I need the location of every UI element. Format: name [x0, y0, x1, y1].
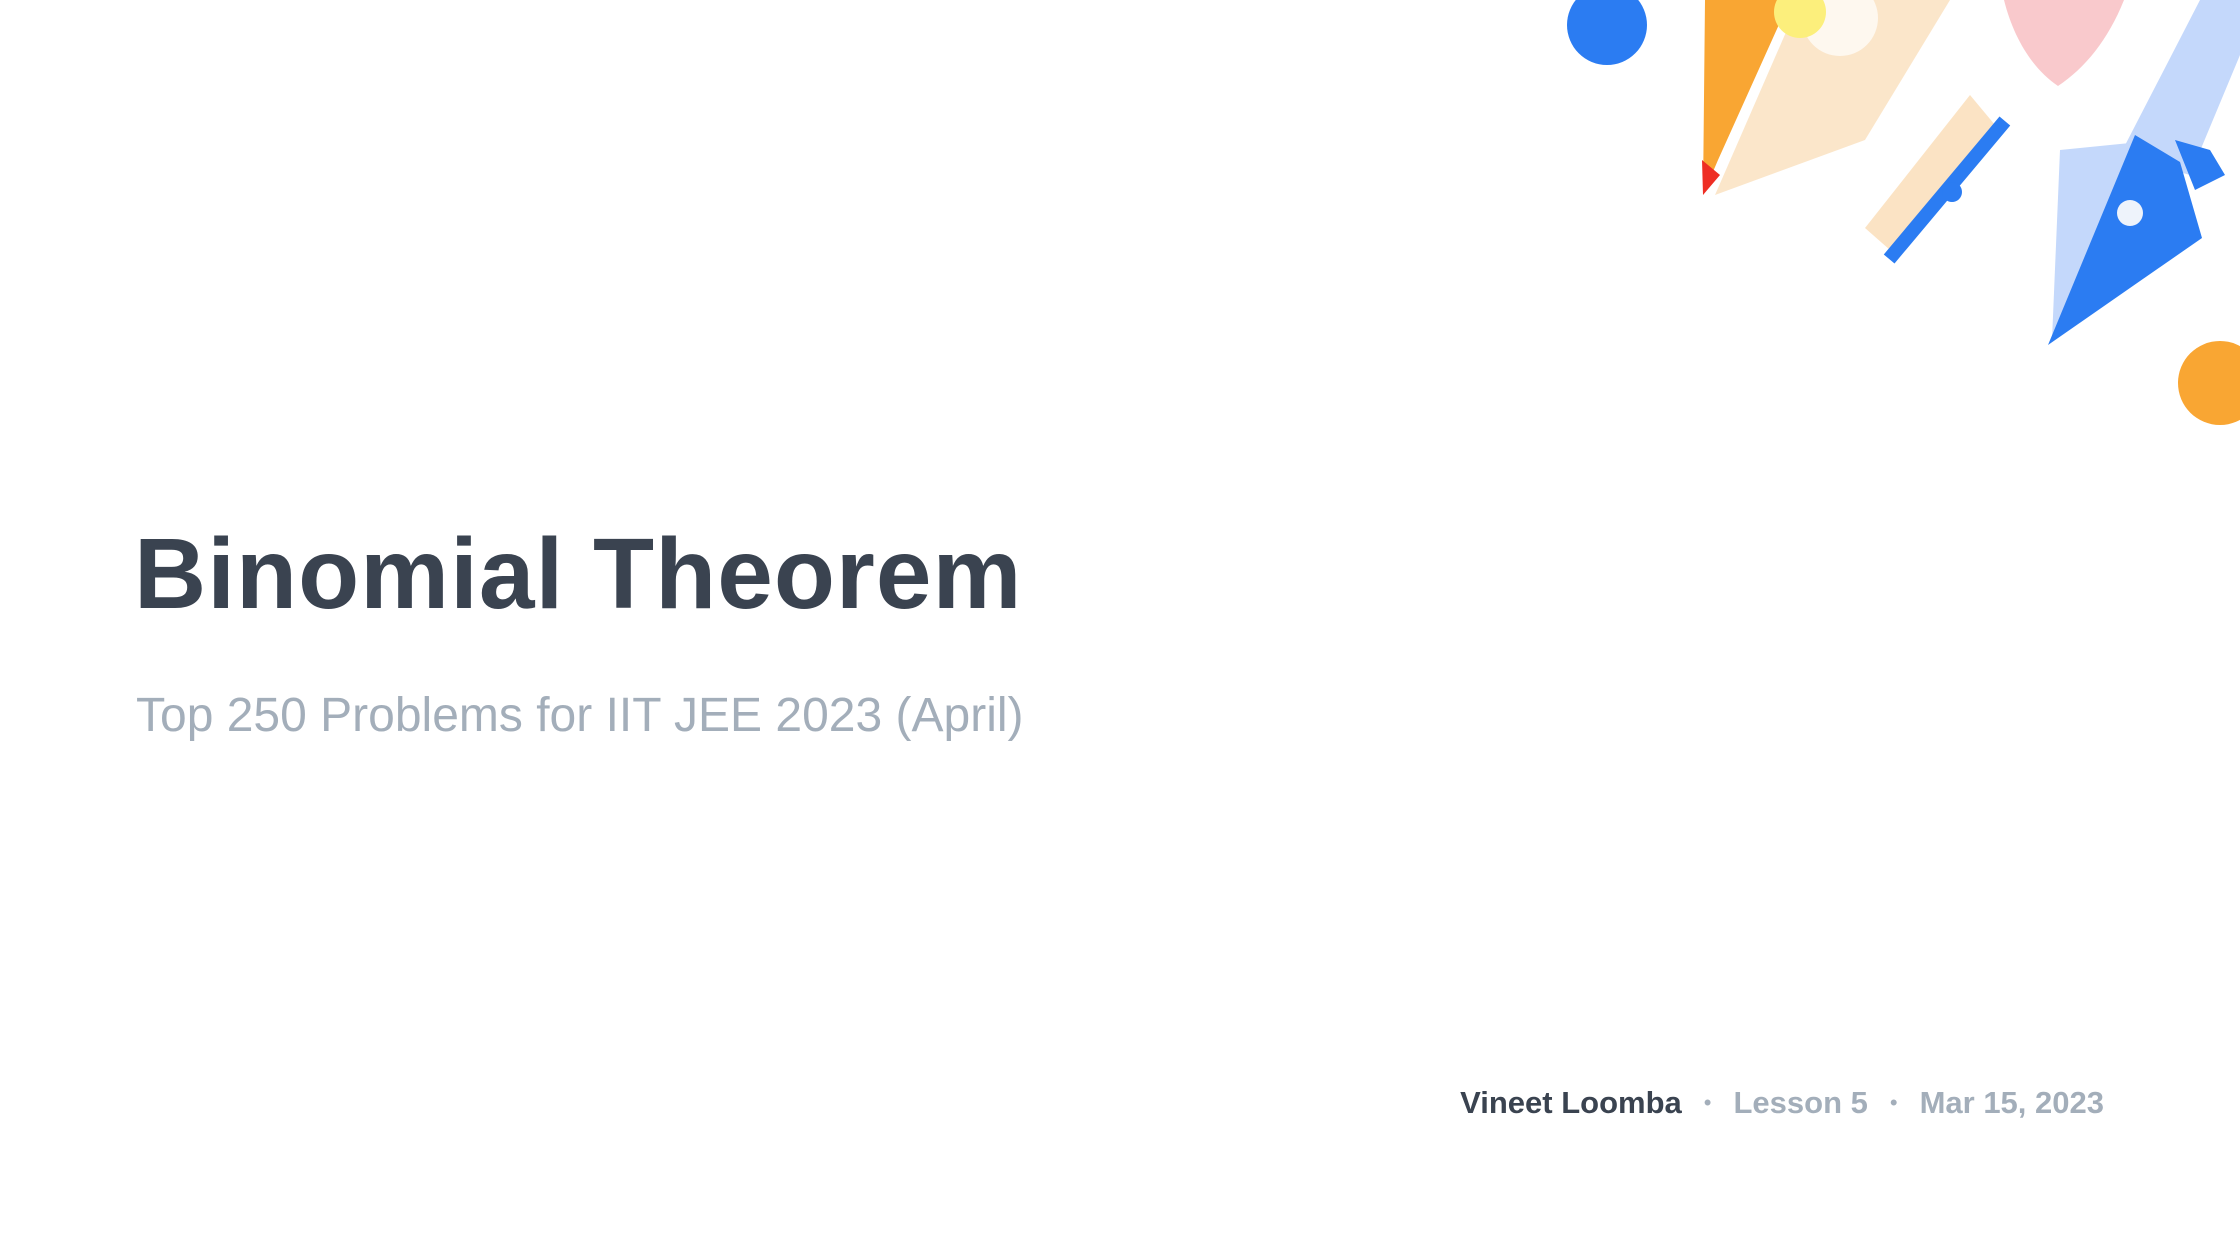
pencil-icon — [1702, 0, 1950, 195]
blue-dot-icon — [1567, 0, 1647, 65]
pink-shape-icon — [2004, 0, 2124, 86]
meta-separator: • — [1703, 1090, 1712, 1115]
lesson-label: Lesson 5 — [1733, 1085, 1868, 1120]
orange-dot-icon — [2178, 341, 2240, 425]
eraser-icon — [1865, 95, 2011, 264]
meta-separator: • — [1889, 1090, 1898, 1115]
slide-title: Binomial Theorem — [134, 518, 1023, 630]
slide-meta: Vineet Loomba • Lesson 5 • Mar 15, 2023 — [1460, 1080, 2104, 1126]
author-name: Vineet Loomba — [1460, 1085, 1682, 1120]
lesson-date: Mar 15, 2023 — [1919, 1085, 2104, 1120]
pen-nib-icon — [2048, 0, 2240, 345]
slide-subtitle: Top 250 Problems for IIT JEE 2023 (April… — [136, 689, 1024, 742]
